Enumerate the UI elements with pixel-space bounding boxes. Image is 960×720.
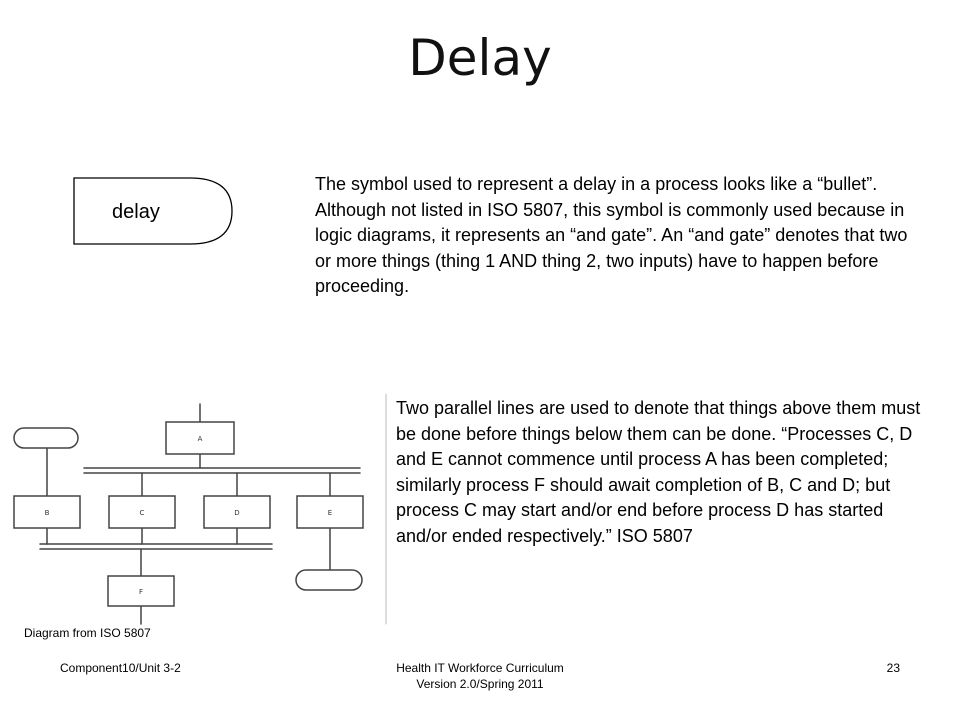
terminal-top-left [13, 427, 79, 449]
process-label-a: A [198, 435, 203, 443]
slide-title: Delay [408, 29, 552, 87]
footer-version: Version 2.0/Spring 2011 [416, 677, 544, 691]
process-label-f: F [139, 588, 143, 596]
process-box-c [108, 495, 176, 529]
process-box-f [107, 575, 175, 607]
diagram-caption: Diagram from ISO 5807 [24, 626, 151, 640]
process-label-c: C [140, 509, 145, 517]
delay-description: The symbol used to represent a delay in … [315, 174, 908, 296]
process-box-e [296, 495, 364, 529]
footer-curriculum-title: Health IT Workforce Curriculum [396, 661, 564, 675]
parallel-mode-diagram: A B C D E F [13, 393, 387, 625]
page-number: 23 [886, 661, 900, 675]
delay-symbol-label: delay [112, 201, 160, 223]
delay-symbol [73, 177, 233, 245]
footer-curriculum: Health IT Workforce Curriculum Version 2… [300, 660, 660, 692]
process-label-e: E [328, 509, 332, 517]
process-box-d [203, 495, 271, 529]
parallel-lines-description: Two parallel lines are used to denote th… [396, 398, 921, 546]
process-label-d: D [234, 509, 239, 517]
footer-unit: Component10/Unit 3-2 [60, 661, 181, 675]
terminal-bottom-right [295, 569, 363, 591]
process-label-b: B [45, 509, 50, 517]
process-box-a [165, 421, 235, 455]
process-box-b [13, 495, 81, 529]
